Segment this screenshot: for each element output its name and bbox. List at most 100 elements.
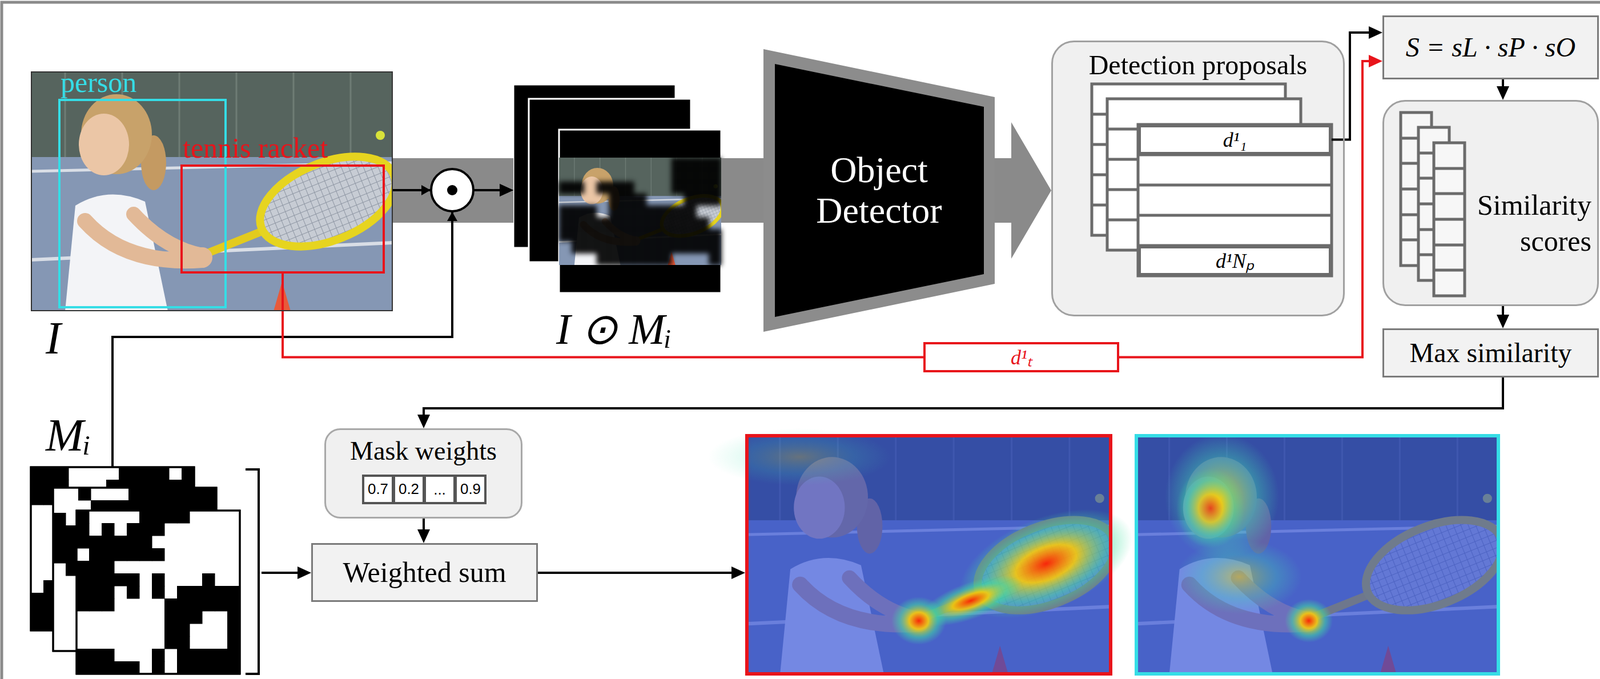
arrowhead bbox=[499, 183, 514, 197]
mask-cell bbox=[76, 585, 90, 600]
text-holder: Mᵢ bbox=[45, 412, 91, 458]
mask-cell bbox=[227, 610, 241, 625]
masked-images: I ⊙ Mᵢ bbox=[513, 84, 722, 293]
mask-cell bbox=[608, 193, 622, 207]
mask-cell bbox=[126, 548, 140, 562]
mask-cell bbox=[608, 252, 622, 266]
mask-cell bbox=[633, 240, 647, 254]
mask-cell bbox=[671, 217, 685, 231]
mask-cell bbox=[177, 598, 191, 612]
mask-cell bbox=[164, 610, 178, 625]
mask-cell bbox=[633, 205, 647, 219]
mask-cell bbox=[151, 648, 166, 662]
box-label: Weighted sum bbox=[342, 556, 506, 589]
mask-cell bbox=[608, 205, 622, 219]
connector bbox=[721, 158, 764, 223]
mask-cell bbox=[633, 228, 647, 242]
mask-cell bbox=[227, 623, 241, 637]
mask-frame bbox=[76, 510, 240, 674]
mask-cell bbox=[128, 487, 142, 501]
mask-cell bbox=[658, 240, 673, 254]
class-label: person bbox=[60, 66, 137, 99]
mask-cell bbox=[151, 573, 166, 587]
text-holder: Detection proposals bbox=[1052, 50, 1344, 81]
text-holder: Max similarity bbox=[1384, 330, 1598, 376]
mask-cell bbox=[89, 560, 103, 574]
mask-cell bbox=[696, 169, 710, 183]
mask-cell bbox=[30, 467, 44, 481]
mask-cell bbox=[177, 636, 191, 650]
connector bbox=[1496, 306, 1510, 329]
mask-cell bbox=[596, 228, 610, 242]
mask-cell bbox=[596, 181, 610, 195]
mask-cell bbox=[101, 535, 115, 549]
weight-cell: 0.2 bbox=[392, 474, 425, 505]
image-label: I bbox=[45, 312, 62, 364]
mask-cell bbox=[646, 240, 660, 254]
mask-cell bbox=[658, 217, 673, 231]
mask-cell bbox=[621, 252, 635, 266]
mask-cell bbox=[89, 535, 103, 549]
weight-value: 0.7 bbox=[367, 481, 389, 497]
mask-cell bbox=[189, 648, 203, 662]
mask-cell bbox=[684, 205, 698, 219]
weight-value: ... bbox=[433, 481, 446, 497]
random-masks bbox=[30, 467, 241, 675]
mask-cell bbox=[76, 648, 90, 662]
mask-cell bbox=[101, 585, 115, 600]
drawing-part bbox=[1134, 433, 1517, 676]
connector-line bbox=[423, 377, 1503, 421]
mask-cell bbox=[684, 169, 698, 183]
saliency-map-person bbox=[1134, 433, 1517, 676]
mask-cell bbox=[684, 217, 698, 231]
arrowhead bbox=[297, 566, 312, 580]
mask-cell bbox=[101, 523, 115, 537]
arrowhead bbox=[417, 414, 430, 429]
mask-cell bbox=[696, 228, 710, 242]
mask-cell bbox=[76, 573, 90, 587]
box-label: Max similarity bbox=[1409, 338, 1573, 369]
mask-cell bbox=[156, 467, 170, 481]
saliency-map-racket bbox=[708, 428, 1148, 676]
mask-cell bbox=[696, 193, 710, 207]
mask-cell bbox=[584, 205, 597, 219]
mask-cell bbox=[151, 661, 166, 675]
text-holder: S = sL · sP · sO bbox=[1384, 17, 1598, 78]
mask-cell bbox=[658, 228, 673, 242]
text-holder: d¹ₜ bbox=[925, 344, 1117, 371]
mask-cell bbox=[684, 228, 698, 242]
text-holder: person bbox=[60, 66, 137, 99]
detector-block: Object Detector bbox=[763, 49, 995, 332]
mask-cell bbox=[708, 157, 722, 171]
math-label: d¹ₜ bbox=[1010, 347, 1032, 368]
mask-cell bbox=[684, 181, 698, 195]
arrowhead bbox=[1368, 54, 1383, 68]
drawing-part bbox=[447, 185, 458, 196]
proposal-row: d¹Nₚ bbox=[1138, 245, 1332, 276]
mask-cell bbox=[114, 661, 128, 675]
block-title: Object Detector bbox=[810, 150, 948, 231]
proposals-panel-fill bbox=[1051, 40, 1345, 317]
target-detection: d¹ₜ bbox=[923, 342, 1120, 373]
weight-value: 0.2 bbox=[398, 481, 420, 497]
mask-pattern bbox=[76, 510, 241, 675]
mask-cell bbox=[633, 217, 647, 231]
mask-cell bbox=[227, 636, 241, 650]
mask-cell bbox=[646, 228, 660, 242]
mask-cell bbox=[596, 252, 610, 266]
bounding-box: person bbox=[58, 98, 227, 309]
text-holder: 0.2 bbox=[395, 476, 423, 502]
mask-cell bbox=[708, 193, 722, 207]
text-holder: d¹Nₚ bbox=[1140, 248, 1329, 273]
mask-cell bbox=[139, 523, 153, 537]
mask-cell bbox=[55, 467, 70, 481]
mask-frame bbox=[76, 510, 240, 674]
drawing-part bbox=[447, 211, 458, 221]
connector bbox=[1331, 26, 1383, 140]
text-holder: Mask weights bbox=[326, 436, 521, 466]
mask-cell bbox=[584, 217, 597, 231]
mask-cell bbox=[53, 525, 67, 539]
mask-cell bbox=[114, 535, 128, 549]
mask-cell bbox=[30, 605, 44, 619]
mask-cell bbox=[571, 205, 585, 219]
